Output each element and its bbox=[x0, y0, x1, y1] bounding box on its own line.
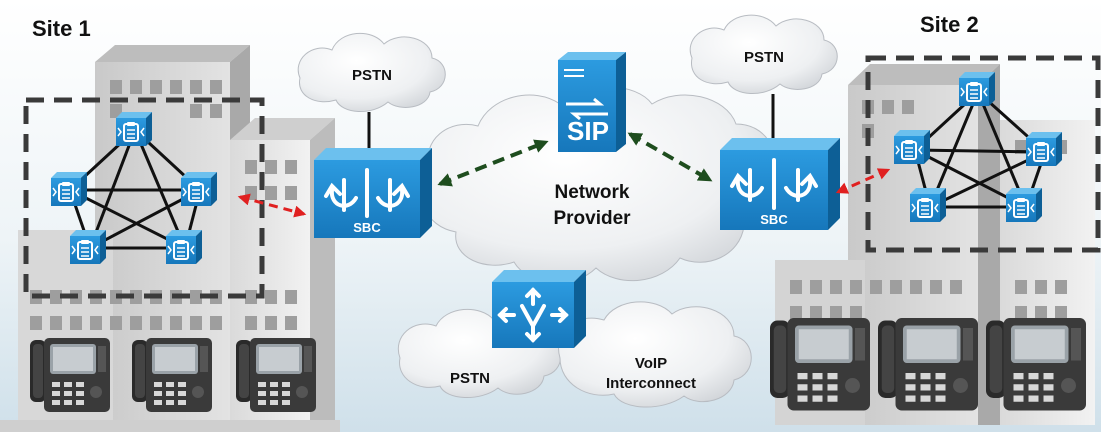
desk-phone-icon bbox=[878, 318, 978, 411]
cloud-icon bbox=[558, 301, 752, 408]
pstn-label-bottom: PSTN bbox=[450, 370, 490, 387]
sip-label: SIP bbox=[567, 116, 609, 146]
cloud-icon bbox=[297, 32, 446, 113]
desk-phone-icon bbox=[236, 338, 316, 412]
pstn-label-top-left: PSTN bbox=[352, 67, 392, 84]
ip-phone-icon bbox=[50, 171, 88, 207]
signal-arrow-left bbox=[237, 193, 307, 218]
ip-phone-icon bbox=[180, 171, 218, 207]
cloud-icon bbox=[689, 14, 838, 95]
sbc-right: SBC bbox=[720, 138, 840, 230]
pstn-cloud-top-left: PSTN bbox=[297, 32, 446, 113]
network-provider-label-line2: Provider bbox=[553, 208, 631, 229]
network-provider-label-line1: Network bbox=[555, 182, 630, 203]
ip-phone-icon bbox=[893, 129, 931, 165]
voice-router-icon bbox=[497, 287, 569, 343]
site-1-desk-phones bbox=[30, 338, 316, 412]
sbc-icon bbox=[730, 158, 818, 210]
pstn-cloud-top-right: PSTN bbox=[689, 14, 838, 95]
ip-phone-icon bbox=[165, 229, 203, 265]
sbc-left-label: SBC bbox=[353, 220, 381, 235]
ip-phone-icon bbox=[69, 229, 107, 265]
desk-phone-icon bbox=[132, 338, 212, 412]
sbc-right-label: SBC bbox=[760, 212, 788, 227]
voip-label-line2: Interconnect bbox=[606, 375, 696, 392]
site-2-desk-phones bbox=[770, 318, 1086, 411]
sbc-icon bbox=[324, 168, 410, 218]
ip-phone-icon bbox=[1025, 131, 1063, 167]
trunk-arrow-left bbox=[437, 139, 549, 187]
signal-arrow-right bbox=[835, 168, 891, 194]
site-2-boundary bbox=[865, 55, 1101, 253]
sip-server: SIP bbox=[558, 52, 626, 152]
voip-interconnect-cloud: VoIP Interconnect bbox=[558, 301, 752, 408]
ip-phone-icon bbox=[115, 111, 153, 147]
ip-phone-icon bbox=[909, 187, 947, 223]
sbc-left: SBC bbox=[314, 148, 432, 238]
ip-phone-icon bbox=[1005, 187, 1043, 223]
desk-phone-icon bbox=[30, 338, 110, 412]
site-1-boundary bbox=[23, 97, 265, 299]
ip-phone-icon bbox=[958, 71, 996, 107]
sip-server-icon bbox=[566, 97, 608, 121]
voice-router bbox=[492, 270, 586, 348]
desk-phone-icon bbox=[986, 318, 1086, 411]
trunk-arrow-right bbox=[627, 132, 713, 182]
site-1-label: Site 1 bbox=[32, 16, 91, 41]
desk-phone-icon bbox=[770, 318, 870, 411]
voip-label-line1: VoIP bbox=[635, 355, 667, 372]
pstn-label-top-right: PSTN bbox=[744, 49, 784, 66]
site-2-label: Site 2 bbox=[920, 12, 979, 37]
